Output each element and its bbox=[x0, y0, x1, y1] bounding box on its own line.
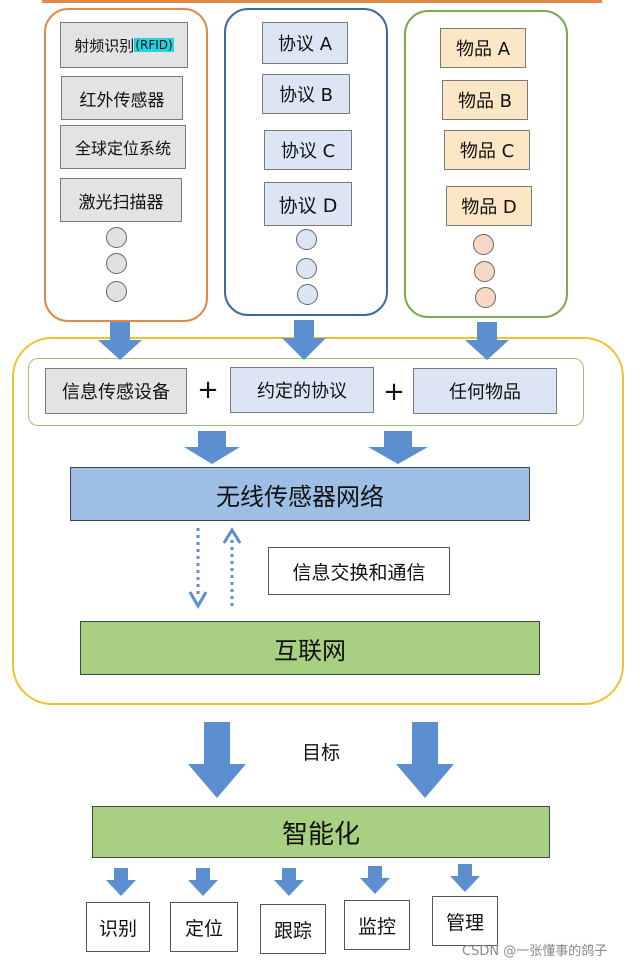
function-label: 识别 bbox=[98, 917, 137, 940]
object-item-label: 物品 D bbox=[461, 197, 517, 218]
protocol-item-b: 协议 B bbox=[262, 74, 350, 114]
plus-sign: + bbox=[197, 375, 219, 405]
objects-frame bbox=[404, 10, 568, 318]
function-box-monitor: 监控 bbox=[344, 900, 410, 950]
down-arrow-icon bbox=[274, 868, 304, 896]
internet-label: 互联网 bbox=[274, 636, 346, 665]
function-label: 监控 bbox=[357, 915, 396, 938]
protocol-item-label: 协议 C bbox=[280, 141, 336, 162]
object-item-label: 物品 C bbox=[459, 141, 515, 162]
watermark: CSDN @一张懂事的鸽子 bbox=[462, 944, 608, 959]
device-item-label: 红外传感器 bbox=[79, 90, 165, 111]
function-label: 定位 bbox=[184, 917, 223, 940]
ellipsis-dot bbox=[473, 234, 494, 255]
exchange-label: 信息交换和通信 bbox=[292, 561, 426, 584]
device-item-laser: 激光扫描器 bbox=[60, 178, 182, 222]
protocols-frame bbox=[224, 8, 388, 316]
function-box-identify: 识别 bbox=[86, 902, 150, 952]
protocol-item-c: 协议 C bbox=[264, 130, 352, 170]
device-item-label: 全球定位系统 bbox=[74, 139, 171, 158]
ellipsis-dot bbox=[474, 261, 495, 282]
protocol-item-d: 协议 D bbox=[264, 182, 352, 226]
devices-frame bbox=[44, 8, 208, 322]
object-item-d: 物品 D bbox=[446, 186, 532, 226]
plus-sign: + bbox=[383, 377, 405, 407]
wsn-bar: 无线传感器网络 bbox=[70, 467, 530, 521]
object-item-c: 物品 C bbox=[444, 130, 530, 170]
wsn-label: 无线传感器网络 bbox=[216, 482, 384, 511]
down-arrow-icon bbox=[188, 868, 218, 896]
protocol-item-a: 协议 A bbox=[262, 22, 348, 64]
intelligence-label: 智能化 bbox=[281, 819, 360, 850]
exchange-box: 信息交换和通信 bbox=[268, 547, 450, 595]
combo-device-box: 信息传感设备 bbox=[45, 368, 187, 414]
device-item-rfid: 射频识别(RFID) bbox=[60, 22, 188, 68]
object-item-a: 物品 A bbox=[440, 28, 526, 68]
ellipsis-dot bbox=[296, 258, 317, 279]
device-item-gps: 全球定位系统 bbox=[60, 125, 186, 169]
ellipsis-dot bbox=[297, 284, 318, 305]
function-box-track: 跟踪 bbox=[260, 904, 326, 954]
object-item-label: 物品 A bbox=[455, 39, 511, 60]
device-item-label: 射频识别 bbox=[74, 36, 135, 55]
down-arrow-icon bbox=[450, 864, 480, 892]
down-arrow-icon bbox=[188, 722, 246, 798]
ellipsis-dot bbox=[106, 253, 127, 274]
combo-device-label: 信息传感设备 bbox=[62, 382, 170, 403]
combo-protocol-label: 约定的协议 bbox=[257, 381, 347, 402]
object-item-b: 物品 B bbox=[442, 80, 528, 120]
combo-object-label: 任何物品 bbox=[449, 382, 521, 403]
device-item-infrared: 红外传感器 bbox=[61, 76, 183, 120]
device-item-label: 激光扫描器 bbox=[78, 192, 164, 213]
function-box-manage: 管理 bbox=[432, 896, 498, 946]
internet-bar: 互联网 bbox=[80, 621, 540, 675]
object-item-label: 物品 B bbox=[457, 91, 513, 112]
top-edge-line bbox=[42, 0, 602, 3]
goal-label: 目标 bbox=[301, 741, 340, 764]
down-arrow-icon bbox=[396, 722, 454, 798]
ellipsis-dot bbox=[106, 227, 127, 248]
function-label: 管理 bbox=[445, 911, 484, 934]
function-box-locate: 定位 bbox=[170, 902, 238, 952]
ellipsis-dot bbox=[296, 229, 317, 250]
protocol-item-label: 协议 A bbox=[277, 34, 333, 55]
combo-protocol-box: 约定的协议 bbox=[230, 367, 374, 413]
ellipsis-dot bbox=[106, 281, 127, 302]
ellipsis-dot bbox=[475, 287, 496, 308]
protocol-item-label: 协议 D bbox=[278, 194, 338, 217]
intelligence-bar: 智能化 bbox=[92, 806, 550, 858]
down-arrow-icon bbox=[106, 868, 136, 896]
rfid-tag: (RFID) bbox=[134, 38, 174, 52]
down-arrow-icon bbox=[360, 866, 390, 894]
combo-object-box: 任何物品 bbox=[413, 368, 557, 414]
protocol-item-label: 协议 B bbox=[278, 85, 334, 106]
function-label: 跟踪 bbox=[273, 919, 312, 942]
